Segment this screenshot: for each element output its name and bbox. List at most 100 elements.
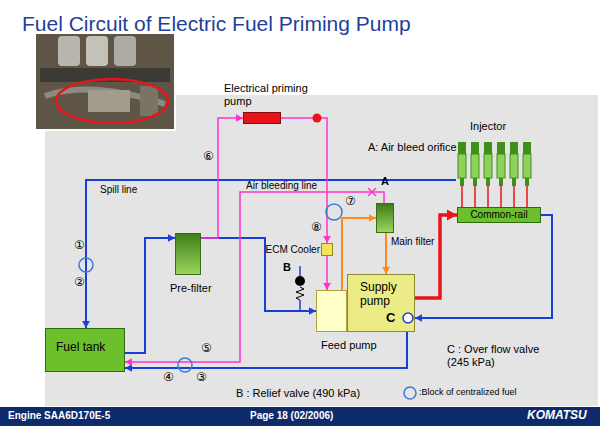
arrow-head [309,307,316,315]
injector-head [484,142,492,154]
diagram-panel [45,95,598,406]
callout-number: ⑦ [345,195,356,209]
fuel-line-path [201,118,243,238]
injector-head [510,142,518,154]
arrow-head [382,267,390,274]
callout-letter: B [283,261,291,274]
photo-part [140,86,158,116]
injector-body [458,154,466,178]
arrow-head [125,364,132,372]
fuel-line-path [125,192,384,362]
fuel-line [415,215,552,322]
injector-head [458,142,466,154]
node-text: Pre-filter [170,282,212,295]
orifice-symbol [368,188,376,196]
note-text: C : Over flow valve (245 kPa) [447,343,559,368]
photo-pipe [45,90,165,104]
slide-title: Fuel Circuit of Electric Fuel Priming Pu… [22,12,411,36]
highlight-ellipse [56,79,168,123]
photo-part [88,90,130,112]
filter-box: Main filter [376,203,394,233]
injector-nozzle [499,178,503,186]
orifice-symbol [368,188,376,196]
injector-body [497,154,505,178]
footer-text: Engine SAA6D170E-5 [8,410,110,422]
fuel-line [462,186,463,207]
injector-body [523,154,531,178]
photo-frame [35,33,175,130]
rail-pipe [500,186,502,207]
fuel-line [125,192,384,366]
injector-nozzle [473,178,477,186]
fuel-line [382,233,390,274]
callout-text: A: Air bleed orifice [368,141,460,154]
rail-pipe [487,186,489,207]
centralized-block-mark [326,204,342,220]
callout-number: ⑤ [201,342,212,356]
injector-nozzle [486,178,490,186]
fuel-line-path [326,256,328,290]
node-text: ECM Cooler [262,244,320,256]
node-text: Supply pump [360,281,414,309]
photo-part [40,68,170,82]
line-label: Spill line [100,184,137,196]
injector-head [523,142,531,154]
fuel-line-path [385,233,387,274]
injector-nozzle [460,178,464,186]
rail-pipe [474,186,476,207]
callout-number: ① [74,239,85,253]
fuel-line-path [125,332,407,368]
arrow-head [447,210,457,221]
fuel-line-path [461,186,463,207]
injector-body [471,154,479,178]
callout-number: ⑥ [203,150,214,164]
engine-photo [35,33,175,130]
node-text: Feed pump [321,339,377,352]
overflow-valve [403,313,413,323]
arrow-head [415,314,422,322]
arrow-head [323,236,331,243]
legend-symbol [404,387,416,399]
node-text: C [386,311,395,326]
arrow-head [323,283,331,290]
line-label: Air bleeding line [246,180,317,192]
injector-group: Injector [456,140,532,186]
arrow-head [236,114,243,122]
relief-valve-spring [296,287,304,300]
fuel-line-path [415,215,552,318]
callout-number: ③ [196,371,207,385]
arrow-head [125,358,132,366]
fuel-line [125,332,407,372]
photo-part [86,36,108,66]
relief-valve-ball [295,276,305,286]
node-text: Common-rail [458,209,540,221]
arrow-head [168,234,175,242]
rail-box: Common-rail [457,207,541,223]
tank-box: Fuel tank [45,328,125,372]
injector-head [471,142,479,154]
node-text: Injector [470,120,506,133]
centralized-block-mark [178,358,192,372]
legend-text: :Block of centralized fuel [419,387,517,397]
relief-valve-line [299,300,301,311]
callout-letter: A [381,175,389,188]
arrow-head [369,214,376,222]
injector-nozzle [525,178,529,186]
priming-pump-box: Electrical priming pump [243,112,281,124]
fuel-line [323,256,331,290]
note-text: B : Relief valve (490 kPa) [236,387,360,400]
fuel-line [201,114,243,238]
injector-body [510,154,518,178]
pump-box: Feed pump [316,290,347,332]
callout-number: ② [74,276,85,290]
relief-valve-line [299,266,301,276]
photo-part [58,36,80,66]
footer-band [0,407,600,426]
fuel-line [125,234,175,353]
injector-body [484,154,492,178]
photo-part [114,36,136,66]
injector-nozzle [512,178,516,186]
node-text: Main filter [391,236,434,248]
